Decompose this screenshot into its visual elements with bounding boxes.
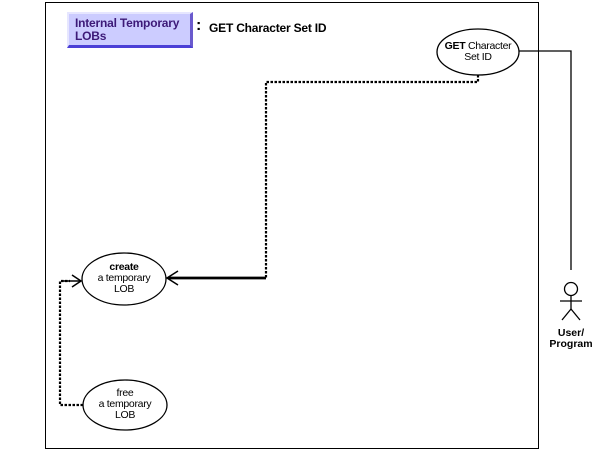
actor-association-line <box>519 50 572 270</box>
diagram-frame <box>45 2 539 449</box>
actor-label-line1: User/ <box>557 327 585 339</box>
actor-label: User/ Program <box>548 328 594 350</box>
use-case-label-create: create a temporary LOB <box>82 262 166 295</box>
actor-label-line2: Program <box>549 338 593 350</box>
use-case-label-free: free a temporary LOB <box>83 388 167 421</box>
package-label-line1: Internal Temporary <box>75 16 180 30</box>
use-case-label-free-line1: free <box>116 387 134 399</box>
use-case-label-get-bold: GET <box>444 40 466 52</box>
create-arrowhead-right <box>165 270 179 286</box>
package-label-box: Internal Temporary LOBs <box>67 12 193 48</box>
use-case-free-temporary-lob[interactable] <box>82 379 168 431</box>
use-case-create-temporary-lob[interactable] <box>81 252 167 306</box>
use-case-label-create-line3: LOB <box>113 283 135 295</box>
free-to-create-dotted-line <box>58 279 83 407</box>
use-case-label-get: GET Character Set ID <box>437 41 519 63</box>
diagram-title: GET Character Set ID <box>209 21 327 35</box>
use-case-label-create-line2: a temporary <box>97 272 151 284</box>
use-case-label-get-rest: Character <box>465 40 512 52</box>
get-to-create-dotted-line <box>264 75 480 278</box>
create-arrowhead-left <box>71 274 83 288</box>
stick-figure-icon <box>560 281 582 321</box>
use-case-label-get-line2: Set ID <box>464 51 492 63</box>
use-case-label-free-line2: a temporary <box>98 398 152 410</box>
use-case-label-create-bold: create <box>109 261 139 273</box>
title-separator: : <box>196 17 202 34</box>
use-case-get-charset-id[interactable] <box>436 28 520 76</box>
package-label-line2: LOBs <box>75 29 107 43</box>
use-case-label-free-line3: LOB <box>114 409 136 421</box>
